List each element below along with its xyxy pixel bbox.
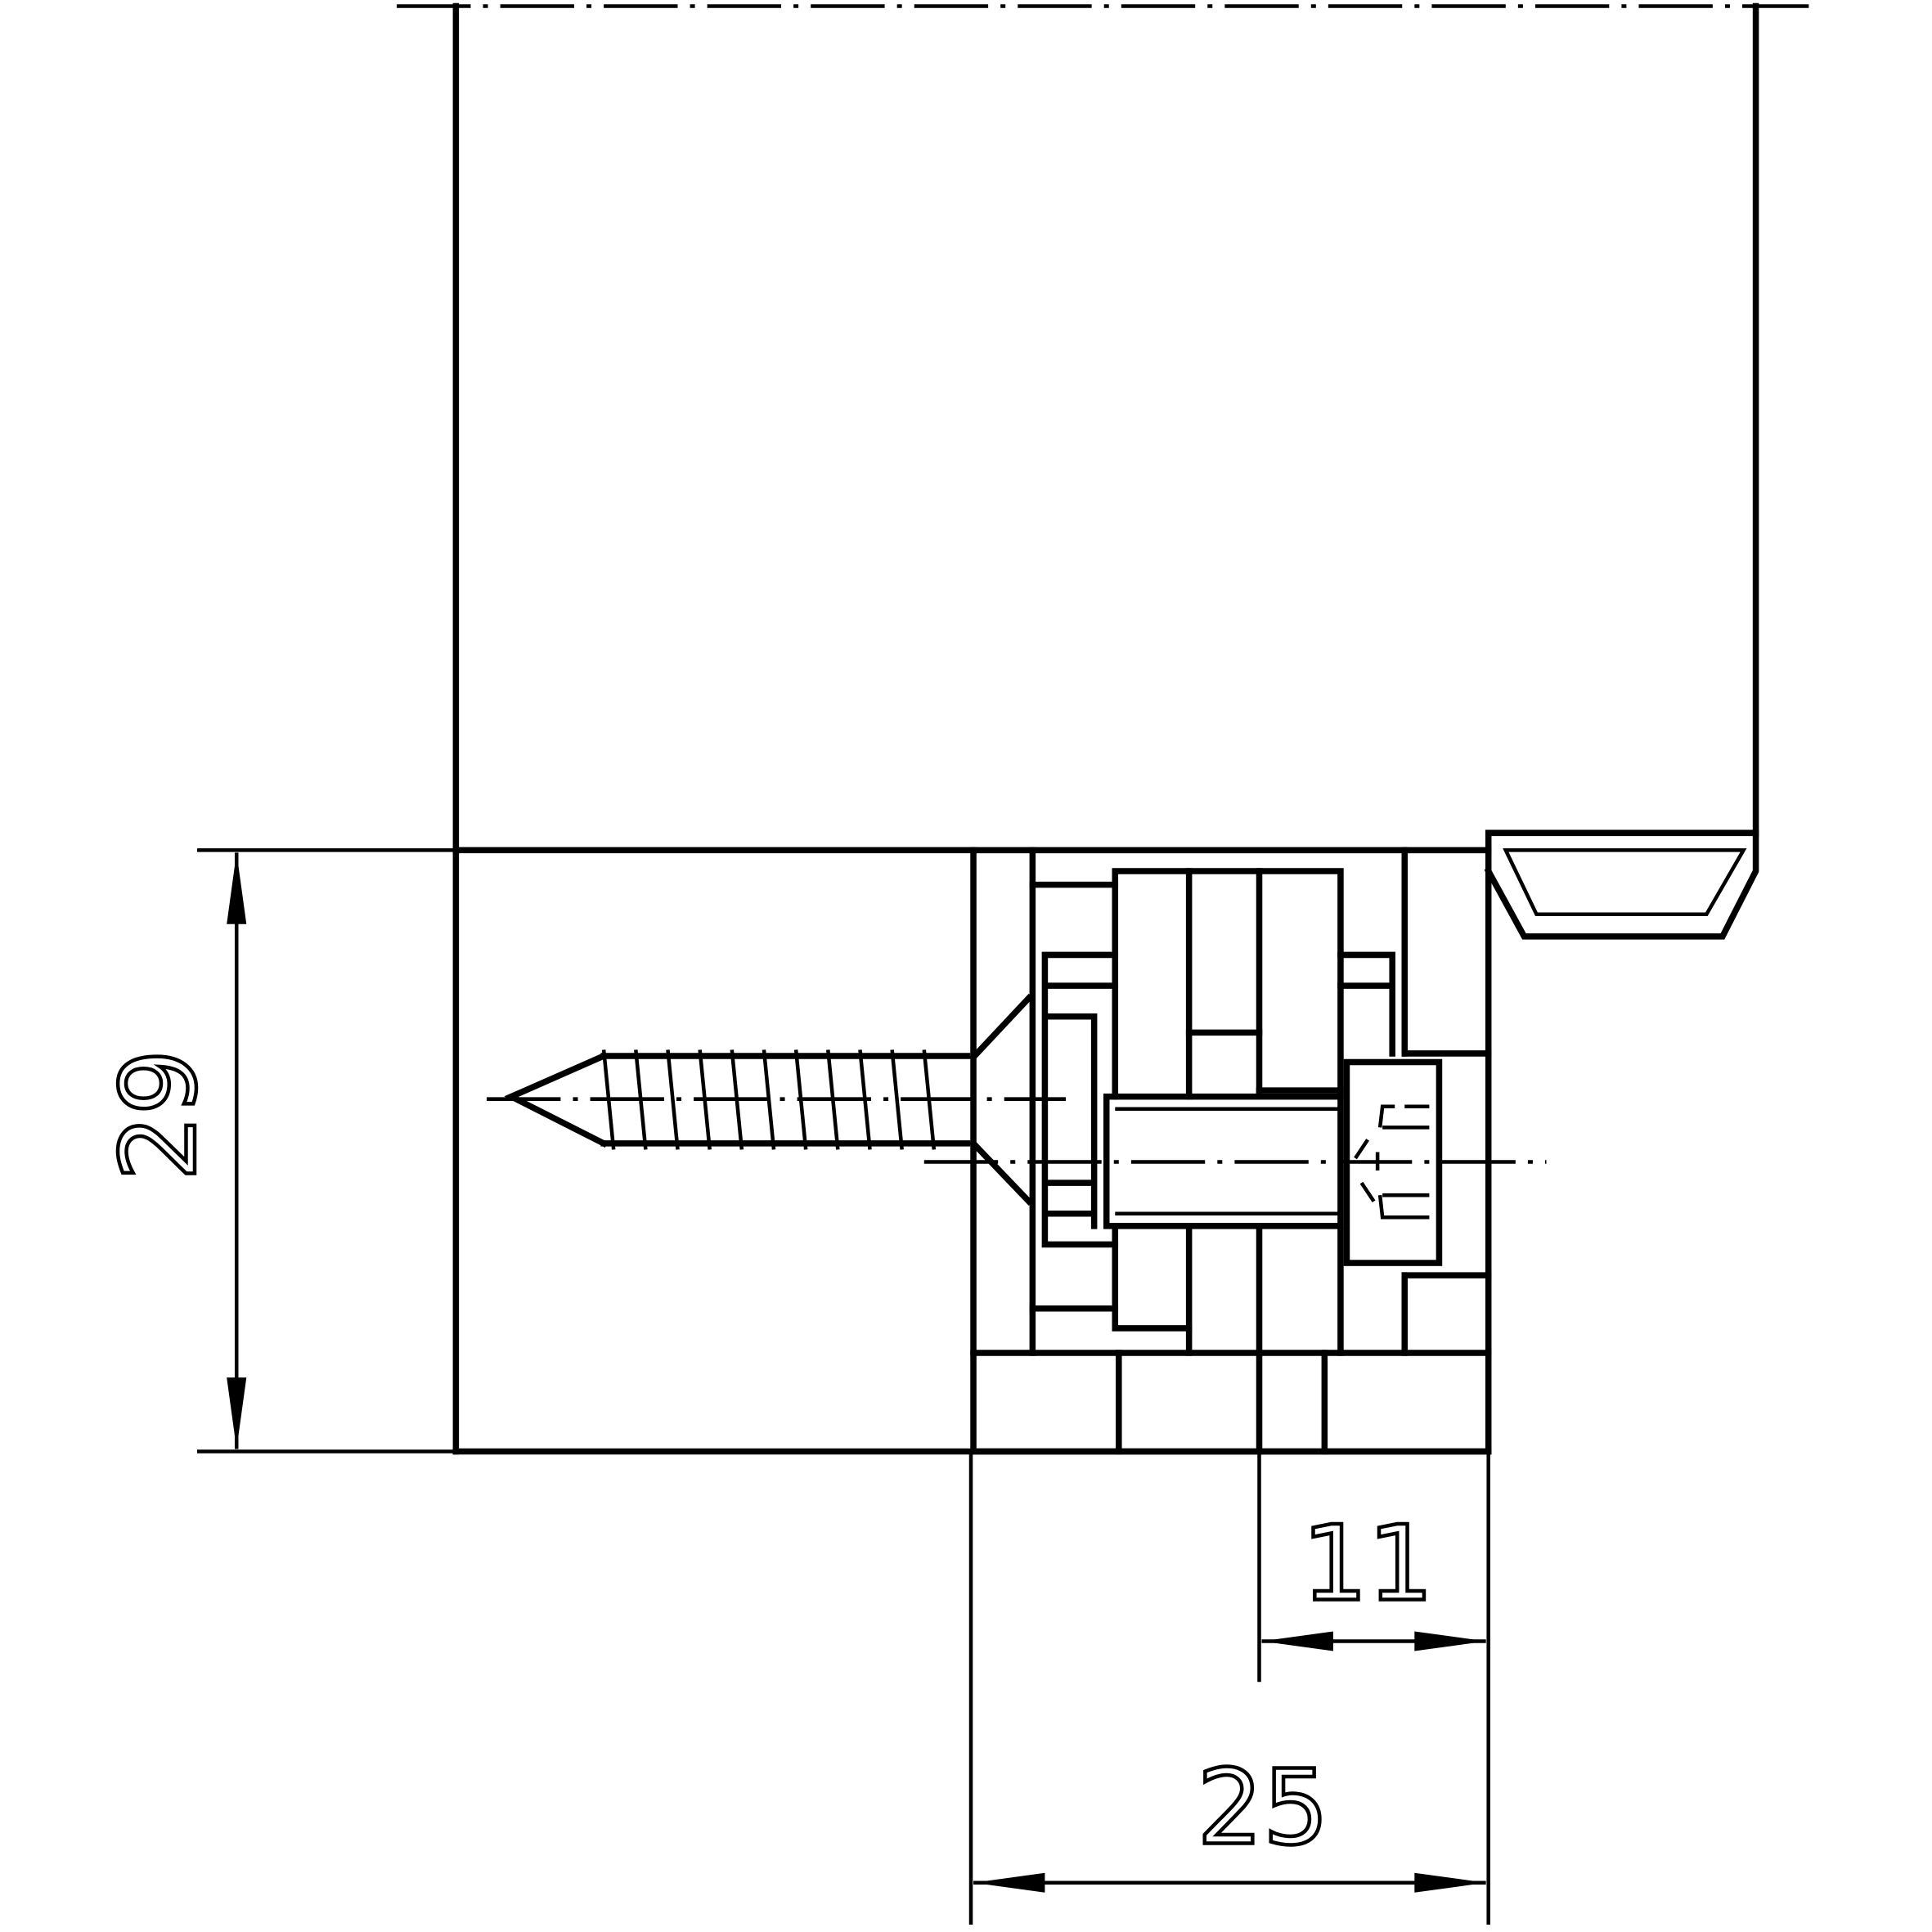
thread-line [858, 1049, 872, 1150]
thread-line [666, 1049, 680, 1150]
thread-line [634, 1049, 648, 1150]
frame-outline [452, 2, 1759, 1455]
thread-line [793, 1049, 808, 1150]
wood-screw [504, 1049, 971, 1150]
screw-threads [601, 1049, 937, 1150]
dimension-hinge-depth: 25 [968, 1451, 1486, 1925]
thread-line [762, 1049, 776, 1150]
dimension-height: 29 [97, 848, 456, 1453]
dimension-pin-offset-label: 11 [1302, 1503, 1434, 1624]
dimension-height-label: 29 [99, 1049, 219, 1181]
thread-line [698, 1049, 712, 1150]
dimension-pin-offset: 11 [1257, 1451, 1490, 1925]
dimension-hinge-depth-label: 25 [1197, 1748, 1329, 1868]
hinge-body [968, 847, 1492, 1455]
thread-line [922, 1049, 937, 1150]
adjustment-screw-hidden [1354, 1104, 1430, 1220]
thread-line [890, 1049, 904, 1150]
thread-line [826, 1049, 840, 1150]
leaf-profile [1484, 829, 1759, 940]
thread-line [730, 1049, 744, 1150]
thread-line [601, 1049, 616, 1150]
